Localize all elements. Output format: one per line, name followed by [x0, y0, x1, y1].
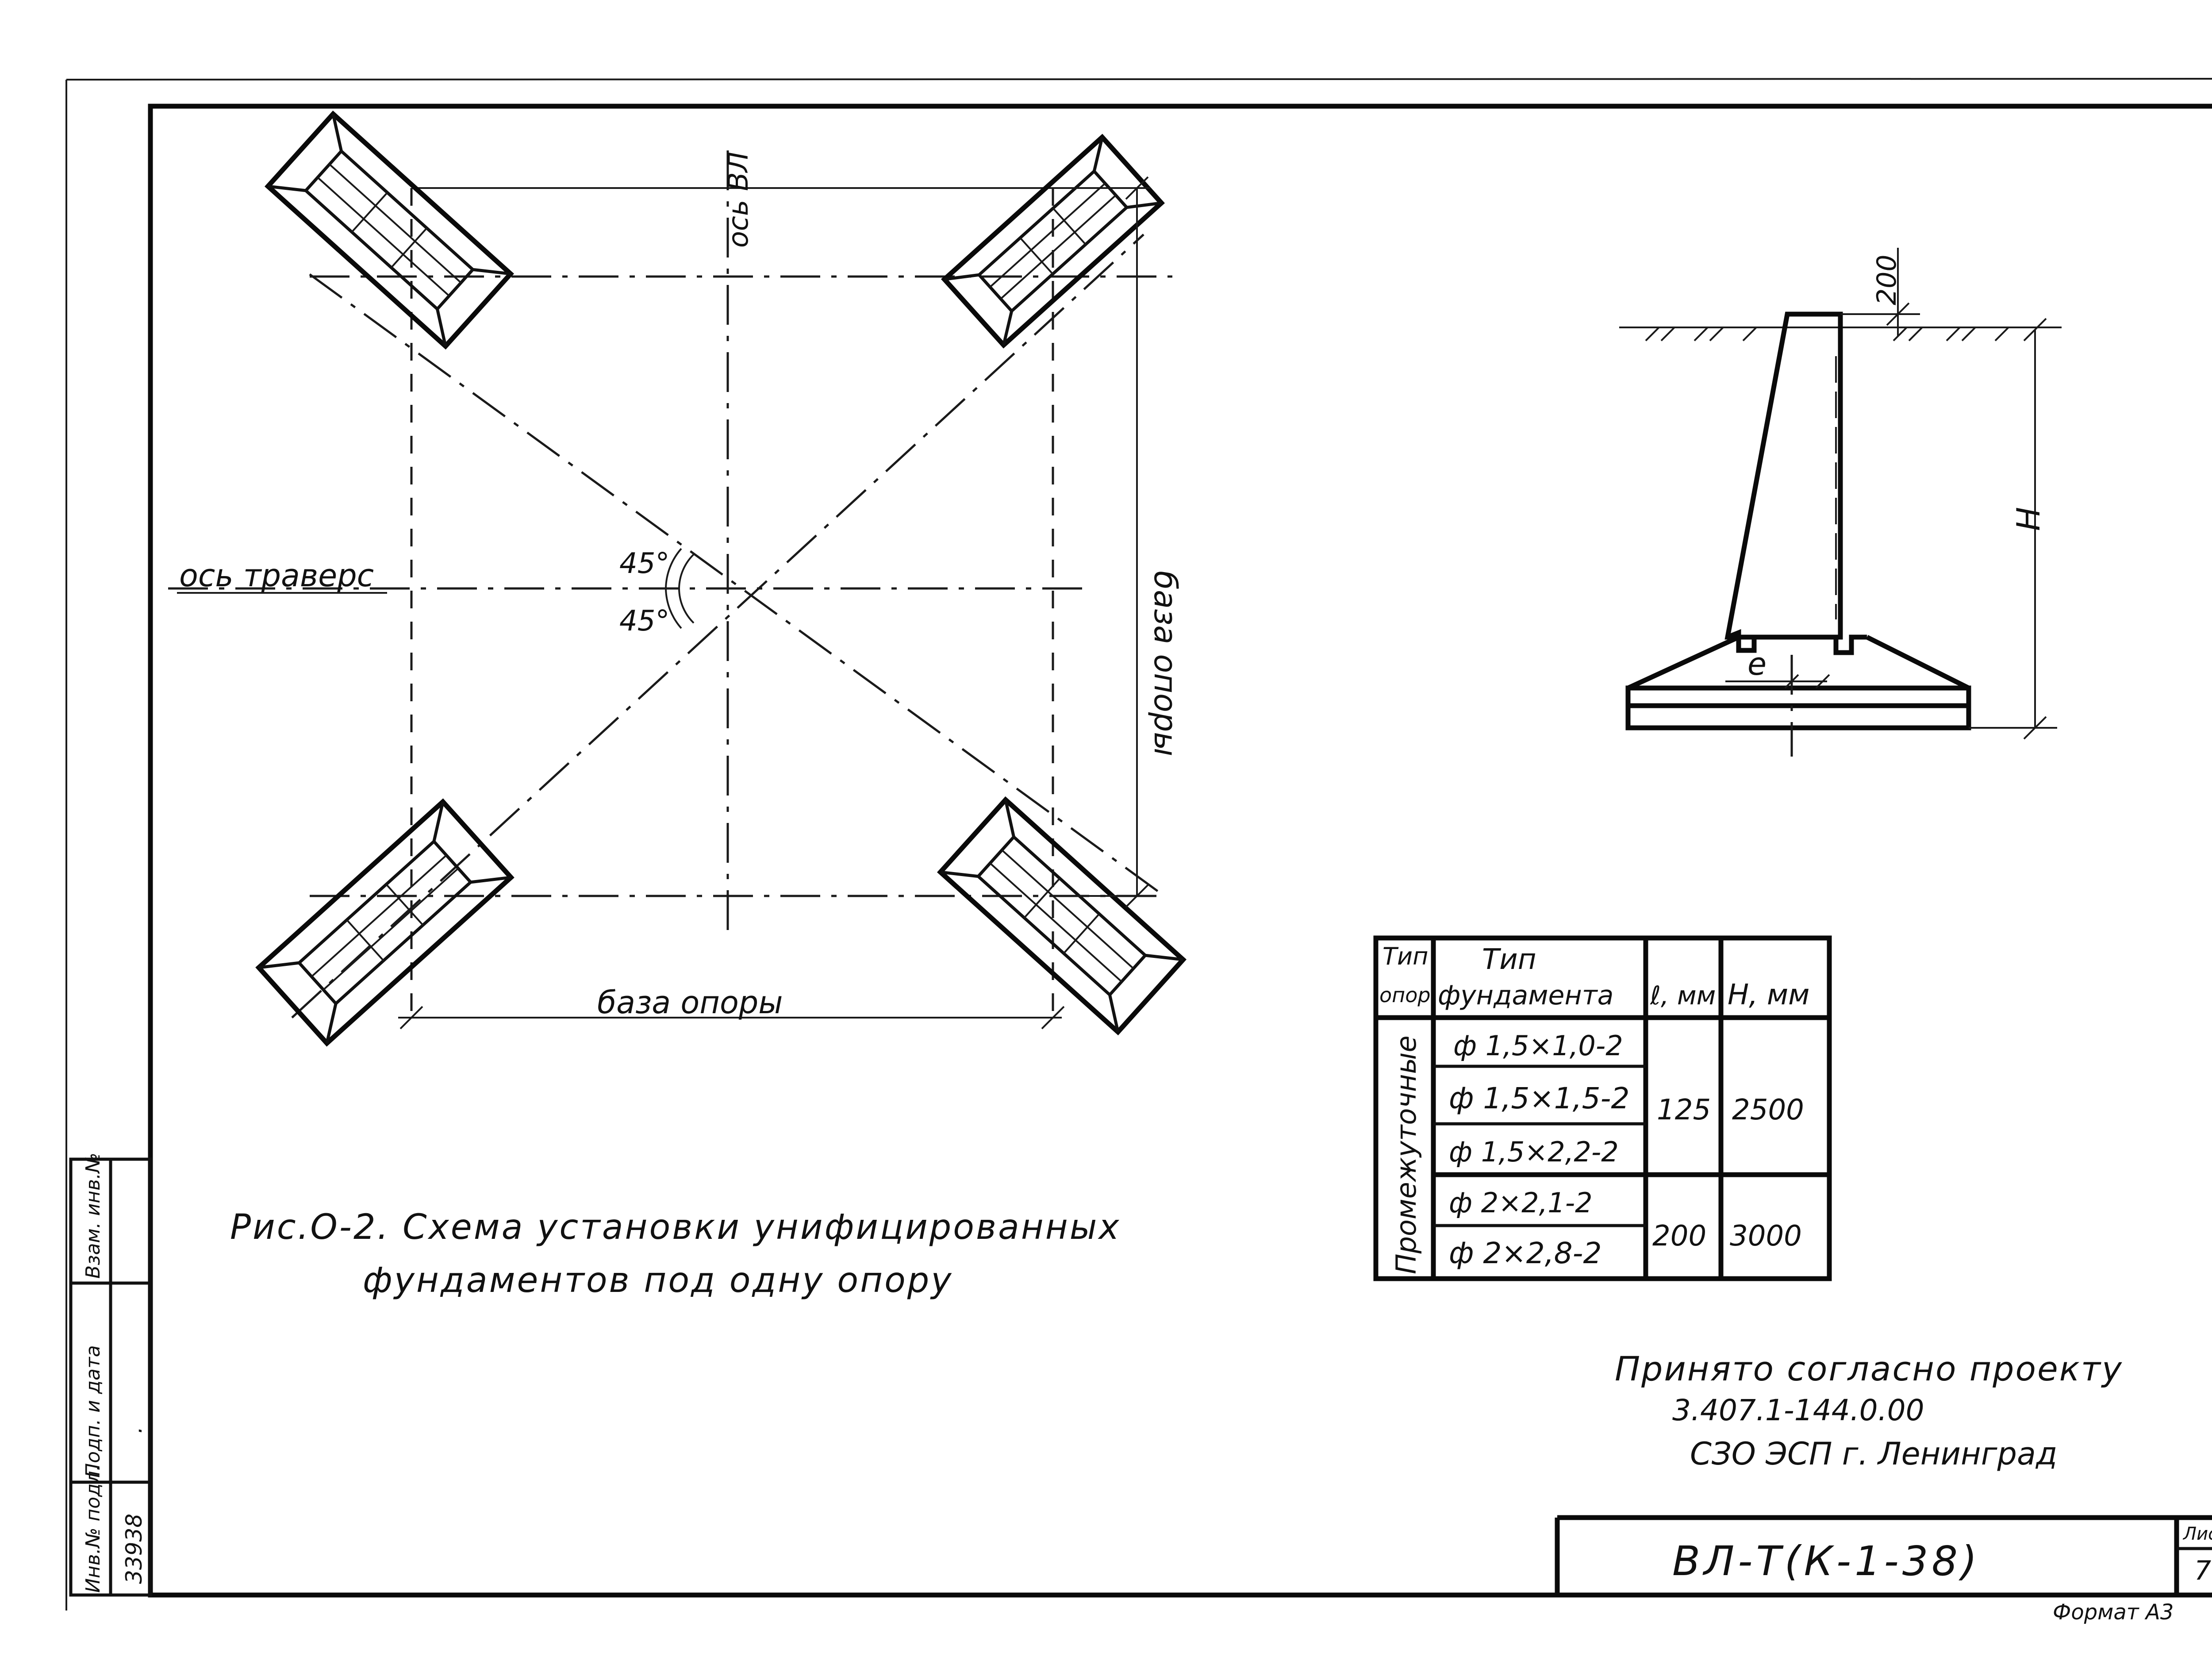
- dimension-200: [1840, 248, 1920, 336]
- stamp-sign-label: Подп. и дата: [82, 1345, 104, 1478]
- accepted-line-1: Принято согласно проекту: [1615, 1349, 2123, 1388]
- table-group-label: Промежуточные: [1390, 1035, 1422, 1274]
- cross-line-top: [309, 273, 1162, 895]
- foundation-top-right: [941, 134, 1165, 349]
- table-header-fund-type-2: фундамента: [1438, 980, 1613, 1011]
- figure-caption: Рис.О-2. Схема установки унифицированных…: [230, 1207, 1121, 1300]
- caption-line-2: фундаментов под одну опору: [363, 1261, 953, 1300]
- sheet-label: Лист: [2182, 1524, 2212, 1544]
- accepted-note: Принято согласно проекту 3.407.1-144.0.0…: [1615, 1349, 2123, 1472]
- stamp-inv-label: Инв.№ подл.: [82, 1464, 104, 1593]
- table-group-1-e: 125: [1657, 1094, 1711, 1126]
- table-row-2-fund: ф 1,5×1,5-2: [1449, 1081, 1629, 1115]
- foundation-top-left: [264, 110, 515, 350]
- cross-line-bottom: [291, 234, 1144, 1019]
- table-row-3-fund: ф 1,5×2,2-2: [1449, 1136, 1619, 1168]
- format-label: Формат А3: [2053, 1600, 2174, 1625]
- stamp-replace-label: Взам. инв.№: [82, 1153, 104, 1279]
- ground-hatching: [1645, 327, 2009, 342]
- base-horizontal-label: база опоры: [597, 984, 783, 1021]
- table-row-5-fund: ф 2×2,8-2: [1449, 1236, 1601, 1270]
- title-block: ВЛ-Т(К-1-38) Лист 7 Формат А3: [1555, 1515, 2212, 1625]
- side-stamp: Инв.№ подл. 33938 Подп. и дата . Взам. и…: [69, 1153, 152, 1597]
- caption-line-1: Рис.О-2. Схема установки унифицированных: [230, 1207, 1121, 1247]
- base-dimension-horizontal: [398, 1006, 1065, 1030]
- plan-view: ось ВЛ ось траверс база опоры база опоры…: [168, 110, 1187, 1047]
- travers-axis-label: ось траверс: [179, 557, 374, 594]
- angle-label-top: 45°: [619, 547, 669, 580]
- dimension-H-label: H: [2010, 507, 2047, 531]
- column-outline: [1724, 311, 1843, 640]
- foundation-bottom-right: [937, 796, 1187, 1036]
- table-header-opor-type-2: опор: [1379, 983, 1431, 1007]
- table-header-fund-type-1: Тип: [1482, 943, 1536, 976]
- sheet-frame: [65, 78, 2212, 1611]
- dimension-e: [1725, 674, 1830, 689]
- accepted-line-3: СЗО ЭСП г. Ленинград: [1690, 1436, 2057, 1472]
- table-header-e: ℓ, мм: [1650, 980, 1716, 1011]
- foundation-bottom-left: [255, 798, 515, 1047]
- accepted-line-2: 3.407.1-144.0.00: [1672, 1393, 1924, 1427]
- base-vertical-label: база опоры: [1147, 571, 1183, 757]
- sheet-number: 7: [2194, 1555, 2211, 1586]
- dimension-200-label: 200: [1871, 254, 1902, 305]
- table-header-H: H, мм: [1728, 979, 1809, 1011]
- section-view: 200 H e: [1619, 248, 2062, 757]
- vl-axis-label: ось ВЛ: [722, 152, 754, 248]
- dimension-e-label: e: [1747, 646, 1767, 682]
- table-row-1-fund: ф 1,5×1,0-2: [1453, 1030, 1623, 1062]
- table-group-1-H: 2500: [1732, 1094, 1804, 1126]
- angle-arcs: [665, 548, 695, 629]
- table-row-4-fund: ф 2×2,1-2: [1449, 1187, 1593, 1219]
- foundation-table: Тип опор Тип фундамента ℓ, мм H, мм Пром…: [1373, 935, 1832, 1281]
- dimension-H: [1969, 318, 2057, 740]
- stamp-inv-number: 33938: [121, 1514, 147, 1584]
- base-rectangle: [410, 187, 1057, 1018]
- stamp-dot: .: [121, 1426, 147, 1434]
- footing-outline: [1625, 629, 1971, 730]
- drawing-code: ВЛ-Т(К-1-38): [1672, 1537, 1981, 1585]
- angle-label-bottom: 45°: [619, 605, 669, 638]
- base-dimension-vertical: [1053, 176, 1150, 908]
- table-group-2-H: 3000: [1730, 1220, 1802, 1253]
- table-header-opor-type-1: Тип: [1382, 942, 1428, 970]
- table-group-2-e: 200: [1652, 1220, 1706, 1253]
